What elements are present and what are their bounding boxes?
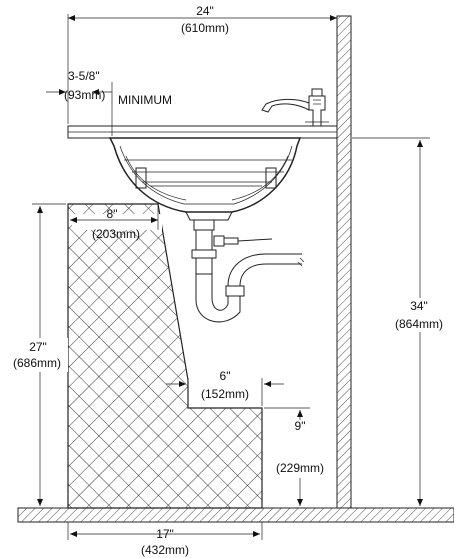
faucet-offset-metric: (93mm) bbox=[64, 88, 105, 102]
step-width-imperial: 6" bbox=[220, 369, 231, 383]
base-width-metric: (432mm) bbox=[141, 543, 189, 557]
step-height-metric: (229mm) bbox=[276, 461, 324, 475]
counter-height-metric: (864mm) bbox=[395, 317, 443, 331]
overall-width-imperial: 24" bbox=[196, 4, 214, 18]
pedestal bbox=[67, 203, 263, 509]
drain-trap bbox=[191, 219, 305, 323]
faucet-offset-note: MINIMUM bbox=[118, 93, 172, 107]
step-width-metric: (152mm) bbox=[201, 387, 249, 401]
floor bbox=[17, 507, 454, 523]
dimension-labels: 24" (610mm) 3-5/8" (93mm) MINIMUM 8" (20… bbox=[6, 4, 450, 557]
pedestal-height-metric: (686mm) bbox=[13, 356, 61, 370]
counter-height-imperial: 34" bbox=[410, 299, 428, 313]
pedestal-top-width-imperial: 8" bbox=[107, 207, 118, 221]
wall bbox=[336, 15, 352, 509]
sink-basin bbox=[108, 137, 302, 221]
base-width-imperial: 17" bbox=[156, 527, 174, 541]
faucet-offset-imperial: 3-5/8" bbox=[68, 69, 100, 83]
faucet-icon bbox=[261, 88, 329, 127]
overall-width-metric: (610mm) bbox=[181, 21, 229, 35]
pedestal-height-imperial: 27" bbox=[29, 340, 47, 354]
step-height-imperial: 9" bbox=[295, 419, 306, 433]
countertop bbox=[67, 125, 338, 139]
pedestal-top-width-metric: (203mm) bbox=[92, 227, 140, 241]
